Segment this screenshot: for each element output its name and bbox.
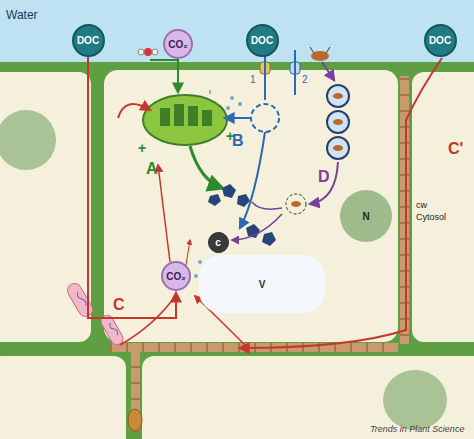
doc-circle: DOC [246,24,279,57]
co2-circle: CO₂ [161,261,191,291]
doc-circle: DOC [424,24,457,57]
doc-circle: DOC [72,24,105,57]
node-text: DOC [429,35,451,46]
pathway-letter: A [146,160,158,178]
node-text: DOC [251,35,273,46]
node-text: CO₂ [166,271,185,282]
co2-circle: CO₂ [163,29,193,59]
compound-circle: c [208,232,229,253]
node-text: V [259,279,266,290]
pathway-letter: C' [448,140,463,158]
pathway-letter: D [318,168,330,186]
node-text: CO₂ [168,39,187,50]
pathway-letter: B [232,132,244,150]
node-text: DOC [77,35,99,46]
plus-sign: + [138,140,146,156]
journal-credit: Trends in Plant Science [370,424,464,434]
callout-number: 2 [302,74,308,85]
vacuole: V [199,255,325,313]
pathway-letter: C [113,296,125,314]
callout-number: 1 [250,74,256,85]
nucleus: N [340,190,392,242]
region-label: cw [416,200,427,210]
region-label: Cytosol [416,212,446,222]
node-text: c [215,237,221,248]
region-label: Water [6,8,38,22]
node-text: N [362,211,369,222]
